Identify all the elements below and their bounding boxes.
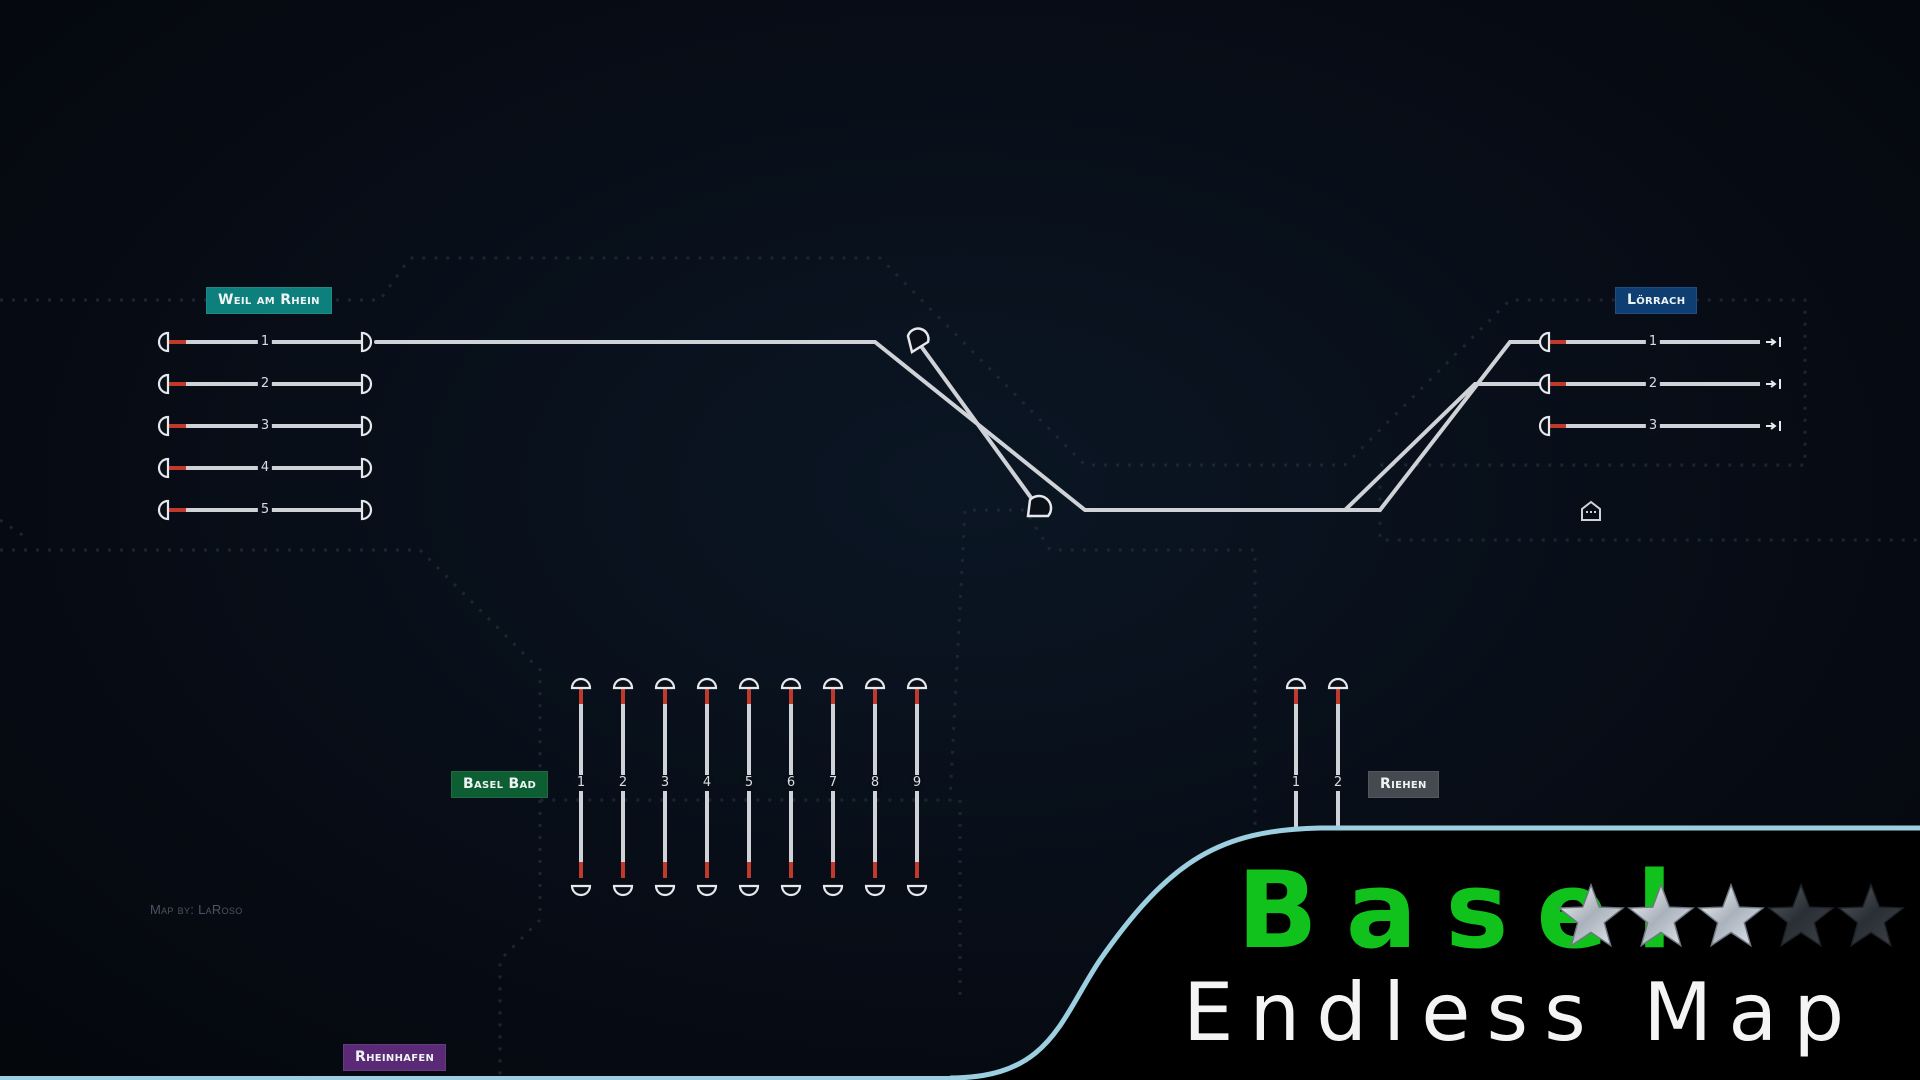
station-label-basel-bad[interactable]: Basel Bad xyxy=(451,771,549,798)
switch-signal-lower xyxy=(1026,494,1053,518)
riehen-track-number-2: 2 xyxy=(1330,775,1346,791)
map-mode-subtitle: Endless Map xyxy=(1183,966,1861,1059)
weil-exit-signal-2[interactable] xyxy=(360,373,373,395)
junction-signals[interactable] xyxy=(906,327,1053,518)
basel-bad-top-signal-1[interactable] xyxy=(570,677,592,690)
basel-bad-track-number-4: 4 xyxy=(699,775,715,791)
weil-track-number-5: 5 xyxy=(257,502,273,518)
zone-borders xyxy=(0,256,1920,1080)
basel-bad-bottom-signal-1[interactable] xyxy=(570,884,592,897)
lorrach-track-number-2: 2 xyxy=(1645,376,1661,392)
basel-bad-top-signal-7[interactable] xyxy=(822,677,844,690)
track-parallel-diagonal xyxy=(916,340,1042,512)
weil-exit-signal-4[interactable] xyxy=(360,457,373,479)
riehen-track-number-1: 1 xyxy=(1288,775,1304,791)
riehen-tracks xyxy=(1285,677,1349,830)
basel-bad-track-number-7: 7 xyxy=(825,775,841,791)
lorrach-track-number-1: 1 xyxy=(1645,334,1661,350)
star-filled-icon xyxy=(1557,882,1625,948)
weil-track-number-2: 2 xyxy=(257,376,273,392)
lorrach-exit-icon-3[interactable] xyxy=(1766,421,1781,431)
weil-track-number-3: 3 xyxy=(257,418,273,434)
switch-signal-upper xyxy=(906,327,930,354)
difficulty-rating xyxy=(1556,882,1906,952)
weil-track-number-1: 1 xyxy=(257,334,273,350)
depot-icon[interactable] xyxy=(1581,500,1601,521)
weil-entry-signal-3[interactable] xyxy=(157,415,170,437)
basel-bad-bottom-signal-6[interactable] xyxy=(780,884,802,897)
basel-bad-track-number-2: 2 xyxy=(615,775,631,791)
riehen-signal-2[interactable] xyxy=(1327,677,1349,690)
lorrach-signal-2[interactable] xyxy=(1538,373,1551,395)
weil-exit-signal-3[interactable] xyxy=(360,415,373,437)
basel-bad-bottom-signal-5[interactable] xyxy=(738,884,760,897)
lorrach-track-number-3: 3 xyxy=(1645,418,1661,434)
weil-track-number-4: 4 xyxy=(257,460,273,476)
basel-bad-top-signal-4[interactable] xyxy=(696,677,718,690)
basel-bad-top-signal-9[interactable] xyxy=(906,677,928,690)
lorrach-signal-1[interactable] xyxy=(1538,331,1551,353)
station-label-weil-am-rhein[interactable]: Weil am Rhein xyxy=(206,287,332,314)
map-credit: Map by: LaRoso xyxy=(150,902,243,917)
basel-bad-track-number-5: 5 xyxy=(741,775,757,791)
station-label-riehen[interactable]: Riehen xyxy=(1368,771,1439,798)
basel-bad-top-signal-8[interactable] xyxy=(864,677,886,690)
basel-bad-track-number-8: 8 xyxy=(867,775,883,791)
star-empty-icon xyxy=(1837,882,1905,948)
basel-bad-track-number-3: 3 xyxy=(657,775,673,791)
track-weil-mainline xyxy=(374,340,1542,512)
basel-bad-track-number-6: 6 xyxy=(783,775,799,791)
main-tracks xyxy=(374,340,1542,512)
station-label-lorrach[interactable]: Lörrach xyxy=(1615,287,1698,314)
basel-bad-bottom-signal-4[interactable] xyxy=(696,884,718,897)
basel-bad-bottom-signal-9[interactable] xyxy=(906,884,928,897)
basel-bad-top-signal-2[interactable] xyxy=(612,677,634,690)
basel-bad-top-signal-3[interactable] xyxy=(654,677,676,690)
basel-bad-bottom-signal-8[interactable] xyxy=(864,884,886,897)
weil-exit-signal-1[interactable] xyxy=(360,331,373,353)
star-filled-icon xyxy=(1697,882,1765,948)
riehen-signal-1[interactable] xyxy=(1285,677,1307,690)
track-lorrach-2-junction xyxy=(1343,382,1542,512)
lorrach-signal-3[interactable] xyxy=(1538,415,1551,437)
weil-entry-signal-5[interactable] xyxy=(157,499,170,521)
weil-entry-signal-2[interactable] xyxy=(157,373,170,395)
weil-entry-signal-1[interactable] xyxy=(157,331,170,353)
station-label-rheinhafen[interactable]: Rheinhafen xyxy=(343,1044,447,1071)
basel-bad-track-number-1: 1 xyxy=(573,775,589,791)
weil-entry-signal-4[interactable] xyxy=(157,457,170,479)
basel-bad-track-number-9: 9 xyxy=(909,775,925,791)
star-empty-icon xyxy=(1767,882,1835,948)
basel-bad-top-signal-5[interactable] xyxy=(738,677,760,690)
lorrach-exit-icon-1[interactable] xyxy=(1766,337,1781,347)
basel-bad-top-signal-6[interactable] xyxy=(780,677,802,690)
basel-bad-bottom-signal-3[interactable] xyxy=(654,884,676,897)
lorrach-exit-icon-2[interactable] xyxy=(1766,379,1781,389)
basel-bad-bottom-signal-7[interactable] xyxy=(822,884,844,897)
star-filled-icon xyxy=(1627,882,1695,948)
basel-bad-bottom-signal-2[interactable] xyxy=(612,884,634,897)
weil-exit-signal-5[interactable] xyxy=(360,499,373,521)
